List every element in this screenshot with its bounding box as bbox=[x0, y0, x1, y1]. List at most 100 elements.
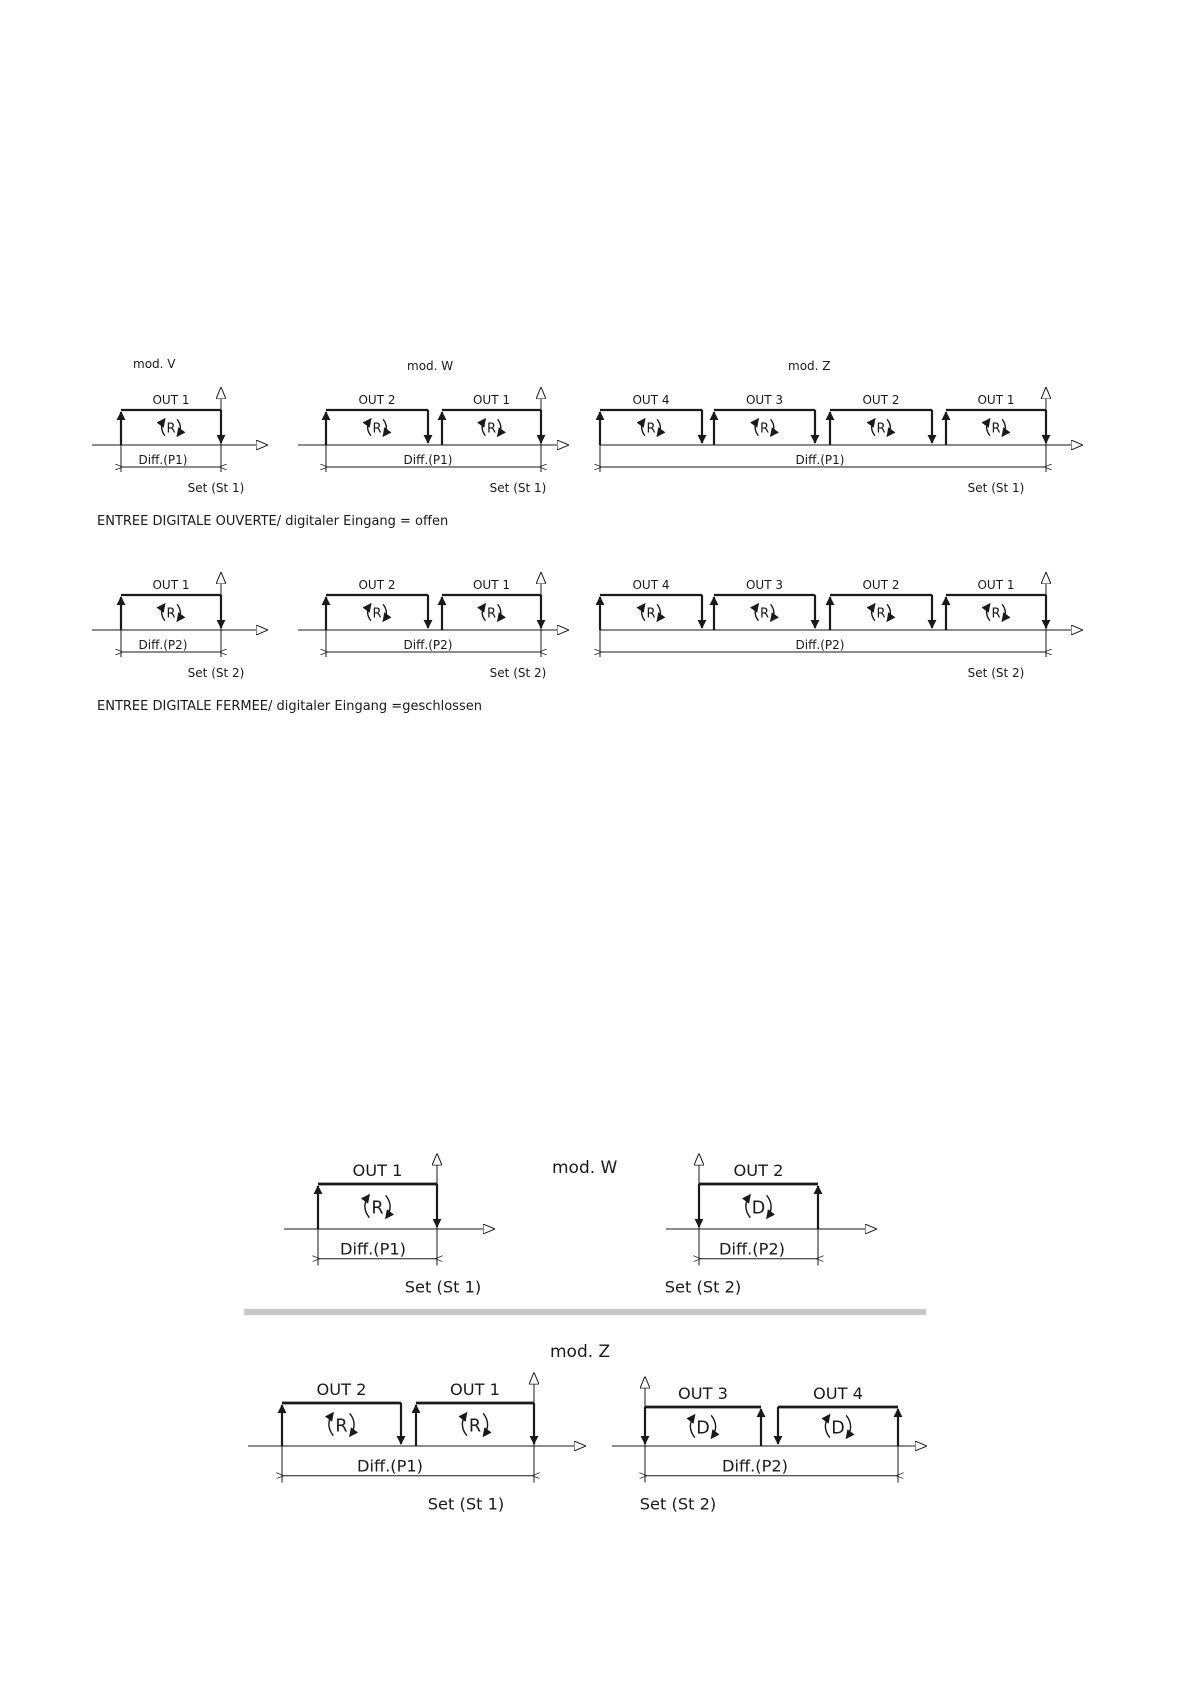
rotation-arrow-right bbox=[385, 1194, 395, 1220]
output-box: OUT 4R bbox=[595, 578, 707, 630]
set-label: Set (St 2) bbox=[640, 1494, 716, 1513]
rotation-arrow-right bbox=[1001, 603, 1011, 623]
output-label: OUT 4 bbox=[632, 393, 669, 407]
rotation-arrow-right bbox=[482, 1412, 492, 1438]
output-label: OUT 1 bbox=[473, 393, 510, 407]
symbol-letter: R bbox=[876, 422, 885, 437]
output-box: OUT 2 R bbox=[825, 393, 937, 445]
diagram-mod-w: OUT 2R OUT 1 R Diff.(P1) Set (St 1) bbox=[298, 388, 568, 495]
output-label: OUT 2 bbox=[317, 1380, 367, 1399]
caption-input-open: ENTREE DIGITALE OUVERTE/ digitaler Einga… bbox=[97, 514, 448, 529]
rotation-arrow-right bbox=[845, 1414, 855, 1440]
set-label: Set (St 1) bbox=[490, 481, 547, 495]
output-label: OUT 3 bbox=[746, 578, 783, 592]
rotation-arrow-right bbox=[496, 603, 507, 623]
output-label: OUT 2 bbox=[734, 1161, 784, 1180]
rotation-arrow-left bbox=[741, 1193, 751, 1219]
rotation-symbol: R bbox=[156, 602, 186, 623]
output-box: OUT 2R bbox=[321, 393, 433, 445]
model-label-v: mod. V bbox=[133, 357, 176, 371]
rotation-arrow-left bbox=[749, 417, 760, 437]
output-box: OUT 2R bbox=[321, 578, 433, 630]
output-box: OUT 1 R bbox=[941, 393, 1051, 445]
rotation-symbol: R bbox=[866, 602, 896, 623]
symbol-letter: R bbox=[991, 422, 1000, 437]
output-box: OUT 1 R bbox=[437, 578, 546, 630]
rotation-symbol: R bbox=[981, 602, 1011, 623]
symbol-letter: D bbox=[831, 1418, 845, 1438]
rotation-arrow-left bbox=[981, 417, 991, 437]
symbol-letter: R bbox=[335, 1416, 347, 1436]
model-label-w-large: mod. W bbox=[552, 1158, 618, 1178]
diff-label: Diff.(P1) bbox=[796, 453, 845, 467]
output-label: OUT 1 bbox=[450, 1380, 500, 1399]
set-label: Set (St 2) bbox=[968, 666, 1025, 680]
diff-label: Diff.(P1) bbox=[139, 453, 188, 467]
rotation-arrow-right bbox=[886, 603, 896, 623]
rotation-symbol: R bbox=[749, 417, 780, 438]
symbol-letter: R bbox=[646, 422, 655, 437]
output-box: OUT 3 R bbox=[709, 393, 820, 445]
rotation-arrow-right bbox=[382, 418, 392, 438]
diff-label: Diff.(P2) bbox=[719, 1240, 785, 1259]
rotation-arrow-left bbox=[821, 1413, 831, 1439]
output-box: OUT 2 R bbox=[825, 578, 937, 630]
rotation-arrow-left bbox=[324, 1411, 334, 1437]
symbol-letter: R bbox=[760, 422, 769, 437]
rotation-arrow-right bbox=[769, 418, 780, 438]
rotation-arrow-left bbox=[636, 417, 646, 437]
output-label: OUT 1 bbox=[977, 393, 1014, 407]
section-separator bbox=[244, 1309, 926, 1315]
output-label: OUT 3 bbox=[746, 393, 783, 407]
rotation-arrow-right bbox=[382, 603, 392, 623]
diff-label: Diff.(P2) bbox=[139, 638, 188, 652]
rotation-symbol: R bbox=[156, 417, 186, 438]
diagram-mod-v: OUT 1 R Diff.(P1)Set (St 1) bbox=[92, 388, 267, 495]
rotation-arrow-left bbox=[981, 602, 991, 622]
rotation-arrow-left bbox=[866, 602, 876, 622]
symbol-letter: R bbox=[469, 1416, 481, 1436]
symbol-letter: R bbox=[372, 422, 381, 437]
output-label: OUT 2 bbox=[862, 578, 899, 592]
symbol-letter: R bbox=[372, 607, 381, 622]
output-box: OUT 2D bbox=[694, 1161, 823, 1229]
diff-label: Diff.(P2) bbox=[796, 638, 845, 652]
symbol-letter: R bbox=[487, 607, 496, 622]
output-box: OUT 1R bbox=[941, 578, 1051, 630]
set-label: Set (St 2) bbox=[188, 666, 245, 680]
symbol-letter: D bbox=[696, 1418, 710, 1438]
diff-label: Diff.(P1) bbox=[404, 453, 453, 467]
output-label: OUT 1 bbox=[473, 578, 510, 592]
model-label-z-large: mod. Z bbox=[550, 1342, 610, 1362]
output-label: OUT 1 bbox=[152, 393, 189, 407]
rotation-arrow-left bbox=[636, 602, 646, 622]
diff-label: Diff.(P1) bbox=[357, 1457, 423, 1476]
rotation-arrow-left bbox=[156, 417, 166, 437]
rotation-symbol: R bbox=[636, 602, 666, 623]
rotation-arrow-right bbox=[176, 418, 186, 438]
rotation-arrow-left bbox=[476, 602, 487, 622]
rotation-arrow-right bbox=[766, 1194, 776, 1220]
rotation-symbol: R bbox=[476, 417, 507, 438]
output-box: OUT 1 R bbox=[116, 393, 226, 445]
symbol-letter: R bbox=[166, 422, 175, 437]
output-label: OUT 2 bbox=[862, 393, 899, 407]
diff-label: Diff.(P2) bbox=[404, 638, 453, 652]
symbol-letter: R bbox=[760, 607, 769, 622]
rotation-arrow-right bbox=[656, 418, 666, 438]
output-label: OUT 3 bbox=[678, 1384, 728, 1403]
symbol-letter: R bbox=[166, 607, 175, 622]
set-label: Set (St 1) bbox=[188, 481, 245, 495]
rotation-arrow-right bbox=[769, 603, 780, 623]
rotation-arrow-left bbox=[458, 1411, 468, 1437]
